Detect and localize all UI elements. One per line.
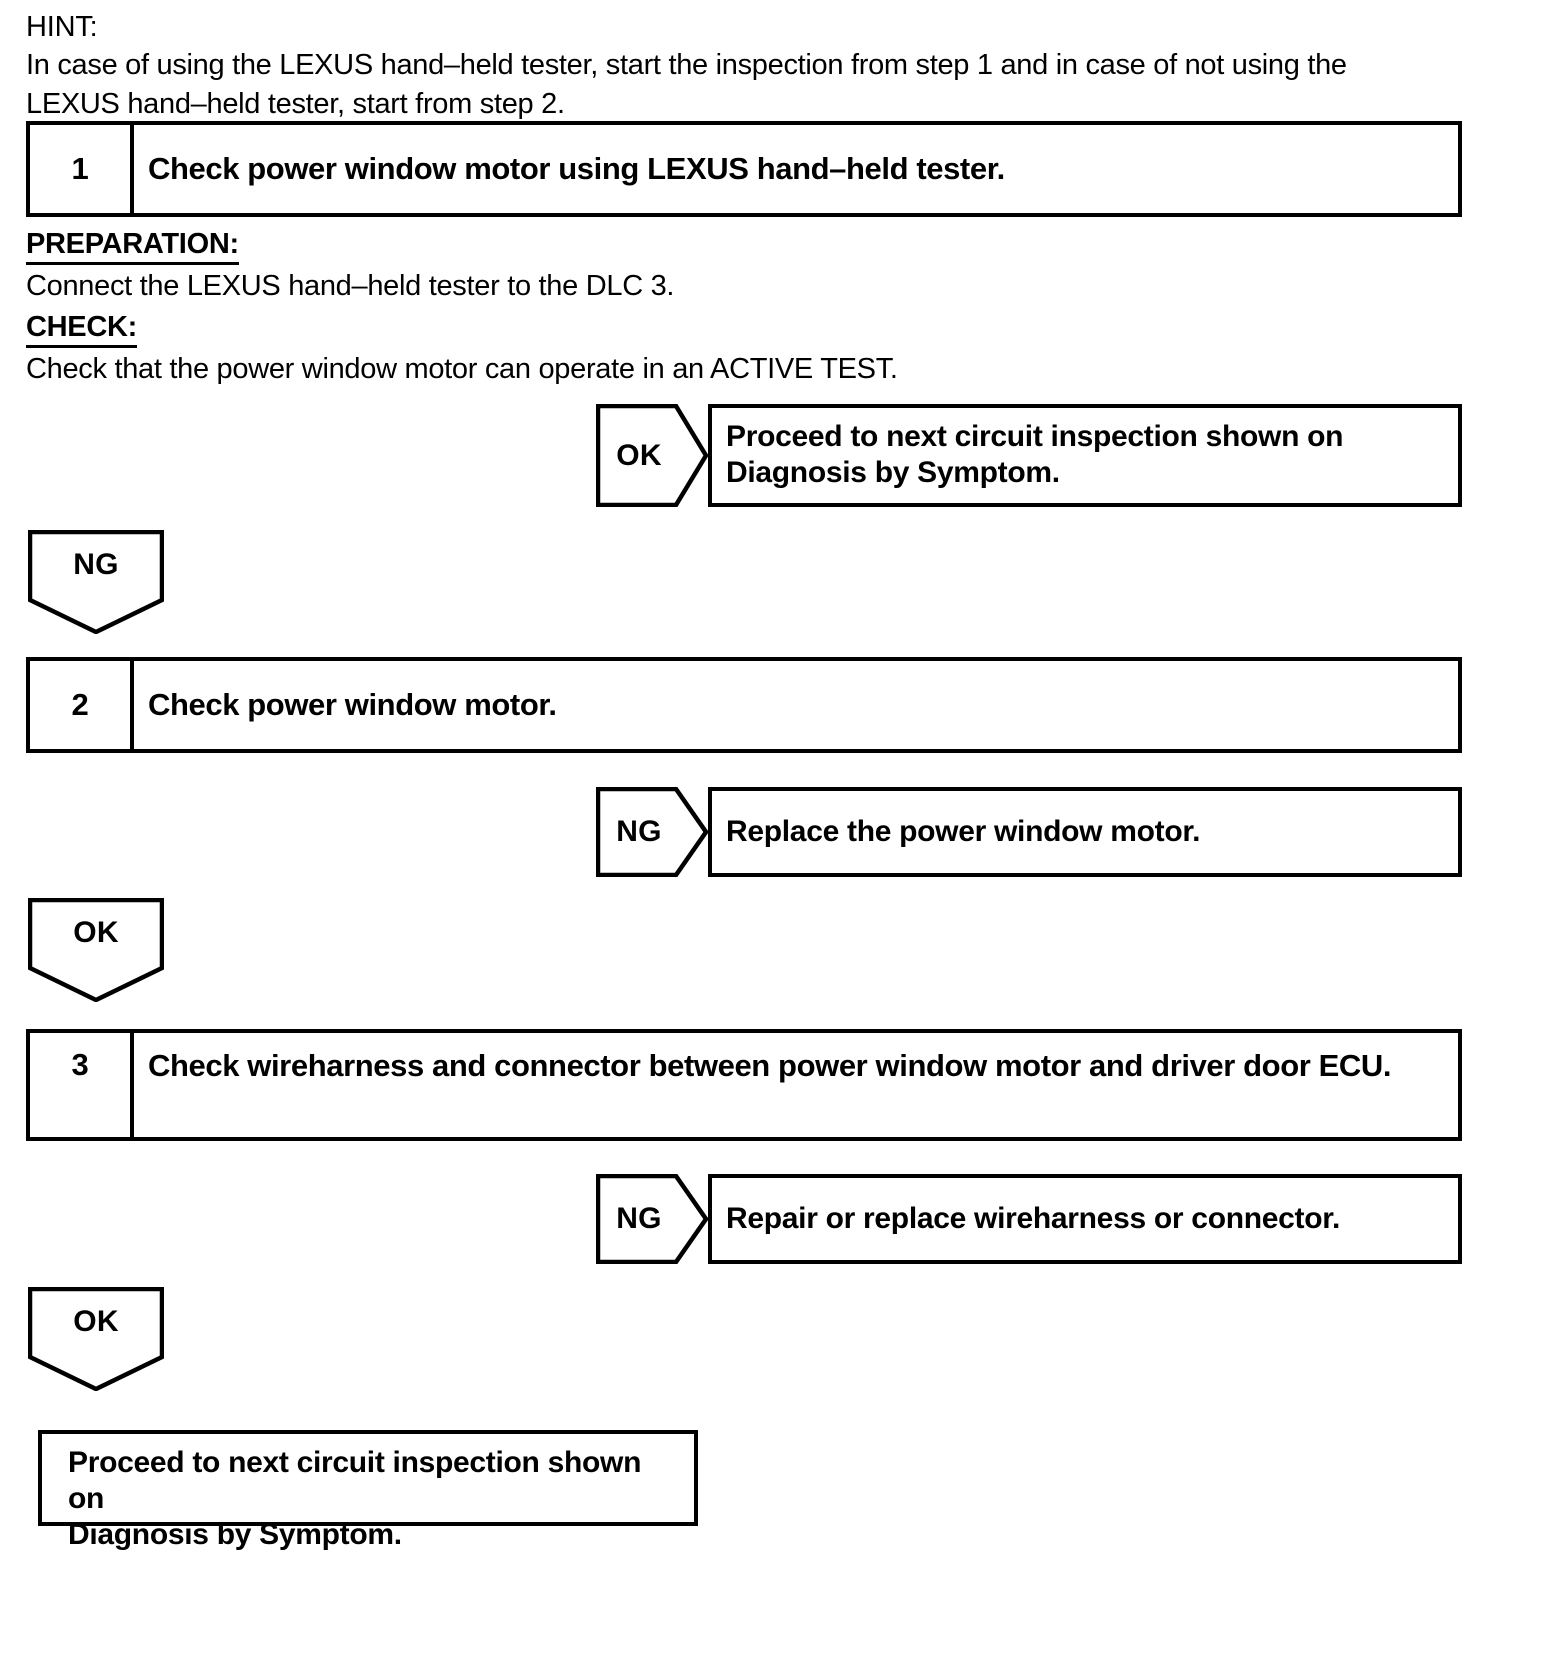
hint-block: HINT: In case of using the LEXUS hand–he… <box>26 8 1426 124</box>
step-box-1[interactable]: 1 Check power window motor using LEXUS h… <box>26 121 1462 217</box>
step-box-3[interactable]: 3 Check wireharness and connector betwee… <box>26 1029 1462 1141</box>
branch-row-2: NG Replace the power window motor. <box>596 787 1462 877</box>
judgement-label-ng-3: NG <box>616 1202 662 1235</box>
terminal-line-1: Proceed to next circuit inspection shown… <box>68 1446 642 1515</box>
step-box-2[interactable]: 2 Check power window motor. <box>26 657 1462 753</box>
step-title-3: Check wireharness and connector between … <box>148 1048 1392 1083</box>
result-line-3a: Repair or replace wireharness or connect… <box>726 1202 1341 1235</box>
flow-arrow-label-ng-1: NG <box>73 548 119 581</box>
step-number-1: 1 <box>30 125 134 213</box>
judgement-label-ng-2: NG <box>616 815 662 848</box>
preparation-text: Connect the LEXUS hand–held tester to th… <box>26 270 675 302</box>
step-title-1: Check power window motor using LEXUS han… <box>148 151 1005 186</box>
hint-text: In case of using the LEXUS hand–held tes… <box>26 49 1347 120</box>
judgement-label-ok-1: OK <box>616 438 662 472</box>
check-text: Check that the power window motor can op… <box>26 353 898 385</box>
step-number-3: 3 <box>30 1033 134 1137</box>
hint-label: HINT: <box>26 11 98 43</box>
judgement-arrow-ok-1: OK <box>596 404 708 507</box>
step-title-2: Check power window motor. <box>148 687 557 722</box>
procedure-block: PREPARATION: Connect the LEXUS hand–held… <box>26 228 1026 388</box>
result-line-1b: Diagnosis by Symptom. <box>726 456 1060 489</box>
flow-arrow-ok-3: OK <box>28 1287 164 1391</box>
flow-arrow-label-ok-2: OK <box>73 916 119 949</box>
result-box-2: Replace the power window motor. <box>708 787 1462 877</box>
flow-arrow-ng-1: NG <box>28 530 164 634</box>
result-box-3: Repair or replace wireharness or connect… <box>708 1174 1462 1264</box>
preparation-heading: PREPARATION: <box>26 228 239 265</box>
step-number-2: 2 <box>30 661 134 749</box>
flow-arrow-label-ok-3: OK <box>73 1305 119 1338</box>
branch-row-3: NG Repair or replace wireharness or conn… <box>596 1174 1462 1264</box>
result-line-1a: Proceed to next circuit inspection shown… <box>726 420 1344 453</box>
flow-arrow-ok-2: OK <box>28 898 164 1002</box>
result-line-2a: Replace the power window motor. <box>726 815 1201 848</box>
result-box-1: Proceed to next circuit inspection shown… <box>708 404 1462 507</box>
branch-row-1: OK Proceed to next circuit inspection sh… <box>596 404 1462 507</box>
terminal-result-box: Proceed to next circuit inspection shown… <box>38 1430 698 1551</box>
judgement-arrow-ng-3: NG <box>596 1174 708 1264</box>
check-heading: CHECK: <box>26 311 137 348</box>
judgement-arrow-ng-2: NG <box>596 787 708 877</box>
terminal-line-2: Diagnosis by Symptom. <box>68 1518 402 1551</box>
